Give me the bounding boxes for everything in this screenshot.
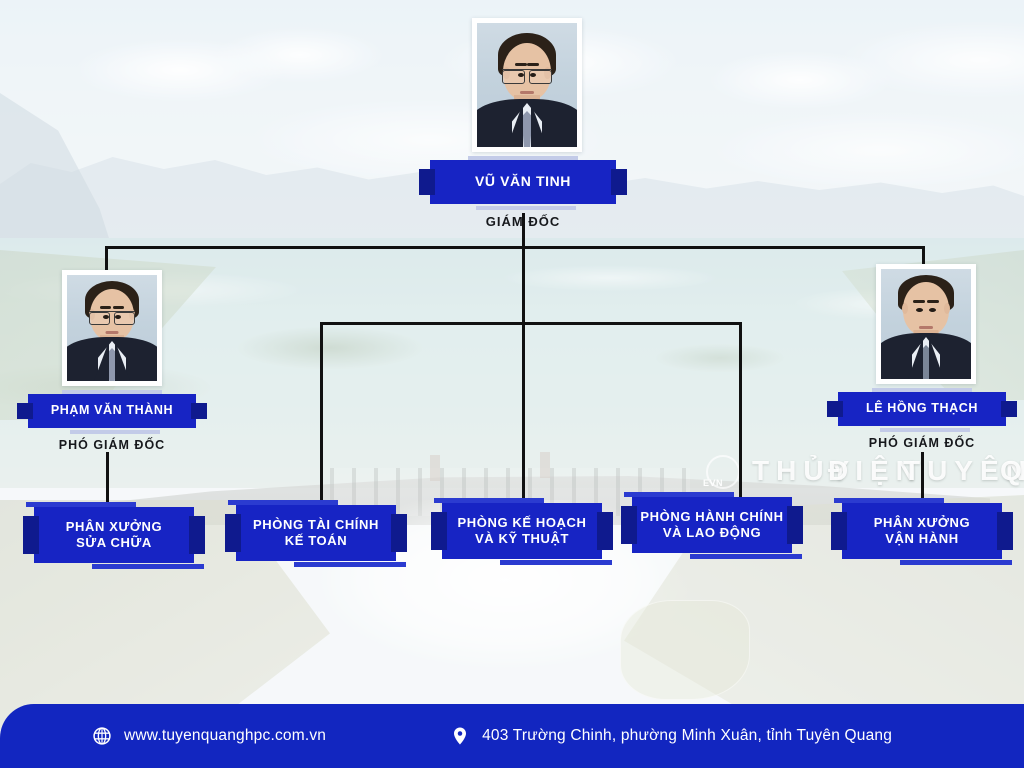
node-deputy-right[interactable]: LÊ HỒNG THẠCH PHÓ GIÁM ĐỐC (827, 388, 1017, 450)
bg-dam-tower-2 (540, 452, 550, 478)
footer-bar: www.tuyenquanghpc.com.vn 403 Trường Chin… (0, 704, 1024, 768)
node-department-1-tab-right (189, 516, 205, 554)
node-department-4-tab-left (621, 506, 637, 544)
node-deputy-left[interactable]: PHẠM VĂN THÀNH PHÓ GIÁM ĐỐC (17, 390, 207, 452)
node-department-5-line1: PHÂN XƯỞNG (873, 514, 971, 530)
node-deputy-left-rule-top (62, 390, 162, 394)
connector-to-deputy-left (105, 246, 108, 272)
node-department-1[interactable]: PHÂN XƯỞNG SỬA CHỮA (23, 502, 205, 569)
node-department-4-box[interactable]: PHÒNG HÀNH CHÍNH VÀ LAO ĐỘNG (621, 497, 803, 553)
node-director-rule-top (468, 156, 578, 160)
node-deputy-right-tab-left (827, 401, 843, 417)
connector-director-down (522, 213, 525, 249)
evn-logo-text: EVN (703, 478, 724, 488)
node-department-1-line1: PHÂN XƯỞNG (65, 518, 163, 534)
watermark-word-4: Q (1000, 455, 1024, 486)
node-department-2-rule-bottom (294, 562, 406, 567)
footer-website[interactable]: www.tuyenquanghpc.com.vn (92, 726, 326, 746)
node-department-2-rule-top (228, 500, 338, 505)
portrait-deputy-left (67, 275, 157, 381)
connector-to-dept-2 (320, 322, 323, 508)
bg-park-area (620, 600, 750, 700)
photo-frame-deputy-left (62, 270, 162, 386)
node-department-4-line1: PHÒNG HÀNH CHÍNH (640, 508, 784, 524)
node-department-1-rule-bottom (92, 564, 204, 569)
node-department-4-tab-right (787, 506, 803, 544)
node-deputy-right-name: LÊ HỒNG THẠCH (866, 401, 978, 416)
node-department-3-box[interactable]: PHÒNG KẾ HOẠCH VÀ KỸ THUẬT (431, 503, 613, 559)
node-department-2-line1: PHÒNG TÀI CHÍNH (253, 516, 379, 532)
node-deputy-left-name: PHẠM VĂN THÀNH (50, 403, 174, 418)
node-deputy-left-tab-right (191, 403, 207, 419)
node-department-4-rule-bottom (690, 554, 802, 559)
node-director-box[interactable]: VŨ VĂN TINH (419, 160, 627, 204)
node-director-title: GIÁM ĐỐC (485, 214, 561, 229)
node-director-name: VŨ VĂN TINH (474, 173, 572, 190)
node-department-4[interactable]: PHÒNG HÀNH CHÍNH VÀ LAO ĐỘNG (621, 492, 803, 559)
node-department-5-line2: VẬN HÀNH (885, 531, 959, 546)
portrait-deputy-right (881, 269, 971, 379)
node-deputy-right-title: PHÓ GIÁM ĐỐC (868, 436, 976, 450)
node-deputy-right-box[interactable]: LÊ HỒNG THẠCH (827, 392, 1017, 426)
node-department-4-rule-top (624, 492, 734, 497)
node-department-3-tab-right (597, 512, 613, 550)
connector-deputy-bus (105, 246, 925, 249)
photo-frame-deputy-right (876, 264, 976, 384)
node-department-1-box[interactable]: PHÂN XƯỞNG SỬA CHỮA (23, 507, 205, 563)
node-department-5-box[interactable]: PHÂN XƯỞNG VẬN HÀNH (831, 503, 1013, 559)
node-department-2-tab-right (391, 514, 407, 552)
node-director[interactable]: VŨ VĂN TINH GIÁM ĐỐC (419, 156, 627, 229)
connector-deputy-right-down (921, 452, 924, 507)
node-department-5[interactable]: PHÂN XƯỞNG VẬN HÀNH (831, 498, 1013, 565)
portrait-director (477, 23, 577, 147)
connector-to-dept-4 (739, 322, 742, 508)
node-department-3-rule-top (434, 498, 544, 503)
connector-to-dept-3 (522, 322, 525, 508)
node-deputy-right-rule-bottom (880, 428, 970, 432)
node-department-3-line2: VÀ KỸ THUẬT (475, 531, 569, 546)
node-department-1-rule-top (26, 502, 136, 507)
node-department-2-box[interactable]: PHÒNG TÀI CHÍNH KẾ TOÁN (225, 505, 407, 561)
footer-website-text: www.tuyenquanghpc.com.vn (124, 727, 327, 744)
node-department-2[interactable]: PHÒNG TÀI CHÍNH KẾ TOÁN (225, 500, 407, 567)
node-department-2-tab-left (225, 514, 241, 552)
watermark-word-1: THỦY (752, 455, 857, 486)
node-deputy-right-tab-right (1001, 401, 1017, 417)
node-department-5-tab-left (831, 512, 847, 550)
connector-middle-bus (320, 322, 742, 325)
node-deputy-left-title: PHÓ GIÁM ĐỐC (58, 438, 166, 452)
node-department-1-line2: SỬA CHỮA (76, 535, 152, 550)
node-deputy-right-rule-top (872, 388, 972, 392)
bg-dam-tower-1 (430, 455, 440, 481)
node-department-5-rule-top (834, 498, 944, 503)
node-department-2-line2: KẾ TOÁN (284, 533, 348, 548)
node-department-1-tab-left (23, 516, 39, 554)
node-director-rule-bottom (476, 206, 576, 210)
node-department-5-rule-bottom (900, 560, 1012, 565)
node-director-tab-right (611, 169, 627, 195)
location-pin-icon (454, 727, 467, 745)
node-department-3-line1: PHÒNG KẾ HOẠCH (457, 514, 587, 530)
node-department-4-line2: VÀ LAO ĐỘNG (662, 525, 762, 540)
node-deputy-left-tab-left (17, 403, 33, 419)
node-department-3-tab-left (431, 512, 447, 550)
node-department-5-tab-right (997, 512, 1013, 550)
node-department-3-rule-bottom (500, 560, 612, 565)
node-department-3[interactable]: PHÒNG KẾ HOẠCH VÀ KỸ THUẬT (431, 498, 613, 565)
node-director-tab-left (419, 169, 435, 195)
connector-director-trunk (522, 246, 525, 324)
node-deputy-left-rule-bottom (70, 430, 160, 434)
footer-address-text: 403 Trường Chinh, phường Minh Xuân, tỉnh… (482, 727, 893, 744)
connector-to-deputy-right (922, 246, 925, 272)
watermark-word-2: ĐIỆN (828, 455, 923, 486)
footer-address[interactable]: 403 Trường Chinh, phường Minh Xuân, tỉnh… (450, 726, 892, 746)
node-deputy-left-box[interactable]: PHẠM VĂN THÀNH (17, 394, 207, 428)
photo-frame-director (472, 18, 582, 152)
globe-icon (93, 727, 111, 745)
connector-deputy-left-down (106, 452, 109, 507)
